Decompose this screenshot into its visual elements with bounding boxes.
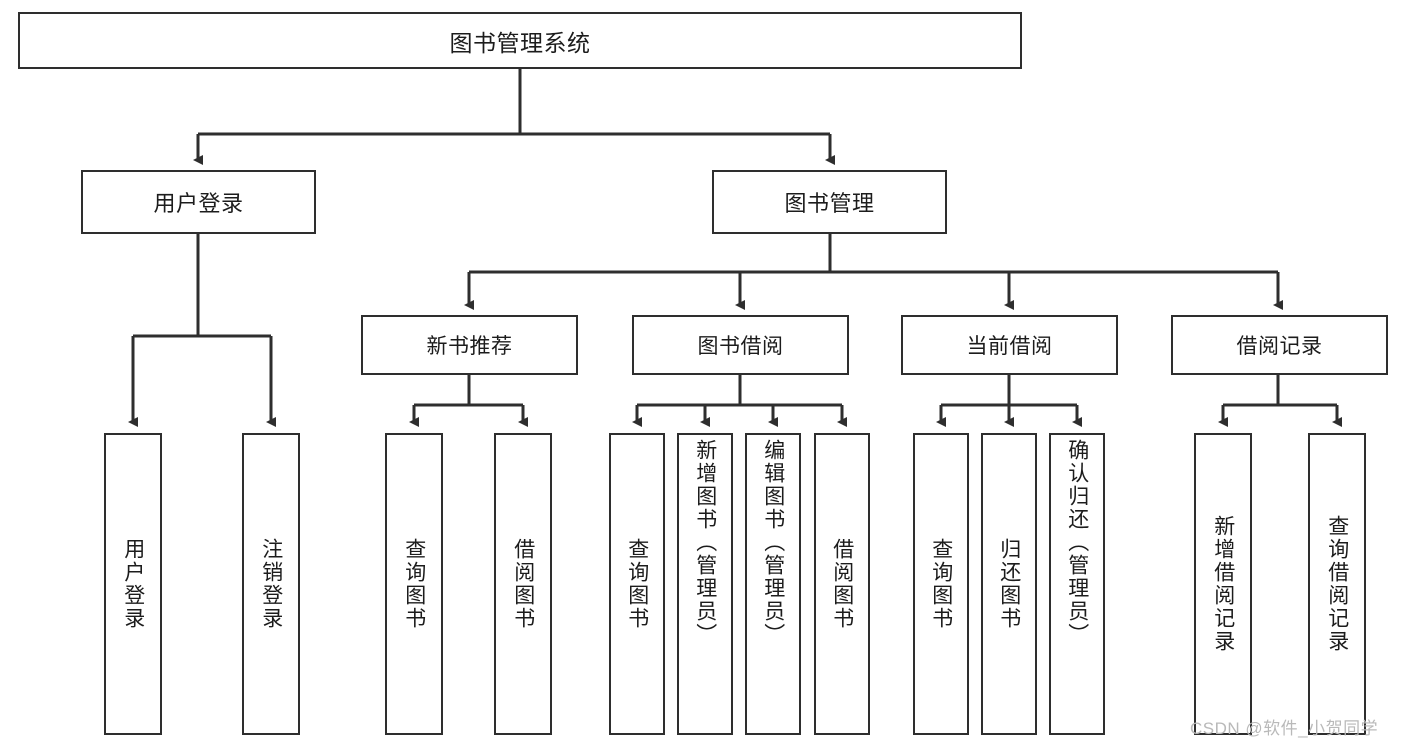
leaf-label: 查询借阅记录: [1325, 515, 1349, 653]
leaf-user-login-signin[interactable]: 用户登录: [104, 433, 162, 735]
csdn-watermark: CSDN @软件_小贺同学: [1190, 719, 1379, 738]
node-user-login-label: 用户登录: [153, 191, 244, 216]
leaf-book-borrow-borrow[interactable]: 借阅图书: [814, 433, 870, 735]
node-new-book-recommend[interactable]: 新书推荐: [361, 315, 578, 375]
node-borrow-record-label: 借阅记录: [1236, 335, 1323, 358]
leaf-borrow-record-query[interactable]: 查询借阅记录: [1308, 433, 1366, 735]
node-book-borrow-label: 图书借阅: [697, 335, 784, 358]
leaf-label: 新增图书（管理员）: [693, 439, 717, 646]
node-borrow-record[interactable]: 借阅记录: [1171, 315, 1388, 375]
node-book-management-label: 图书管理: [784, 191, 875, 216]
node-book-borrow[interactable]: 图书借阅: [632, 315, 849, 375]
leaf-label: 查询图书: [625, 538, 649, 630]
leaf-current-borrow-return[interactable]: 归还图书: [981, 433, 1037, 735]
leaf-new-book-query[interactable]: 查询图书: [385, 433, 443, 735]
leaf-label: 新增借阅记录: [1211, 515, 1235, 653]
leaf-label: 查询图书: [402, 538, 426, 630]
leaf-label: 借阅图书: [511, 538, 535, 630]
node-new-book-recommend-label: 新书推荐: [426, 335, 513, 358]
leaf-label: 确认归还（管理员）: [1065, 439, 1089, 646]
node-current-borrow[interactable]: 当前借阅: [901, 315, 1118, 375]
leaf-label: 借阅图书: [830, 538, 854, 630]
leaf-current-borrow-query[interactable]: 查询图书: [913, 433, 969, 735]
leaf-new-book-borrow[interactable]: 借阅图书: [494, 433, 552, 735]
leaf-label: 用户登录: [121, 538, 145, 630]
leaf-label: 注销登录: [259, 538, 283, 630]
leaf-label: 编辑图书（管理员）: [761, 439, 785, 646]
leaf-label: 归还图书: [997, 538, 1021, 630]
node-current-borrow-label: 当前借阅: [966, 335, 1053, 358]
leaf-book-borrow-add[interactable]: 新增图书（管理员）: [677, 433, 733, 735]
leaf-borrow-record-add[interactable]: 新增借阅记录: [1194, 433, 1252, 735]
node-root-system[interactable]: 图书管理系统: [18, 12, 1022, 69]
leaf-book-borrow-query[interactable]: 查询图书: [609, 433, 665, 735]
leaf-book-borrow-edit[interactable]: 编辑图书（管理员）: [745, 433, 801, 735]
node-user-login[interactable]: 用户登录: [81, 170, 316, 234]
node-book-management[interactable]: 图书管理: [712, 170, 947, 234]
leaf-user-login-signout[interactable]: 注销登录: [242, 433, 300, 735]
leaf-label: 查询图书: [929, 538, 953, 630]
node-root-label: 图书管理系统: [449, 29, 591, 56]
leaf-current-borrow-confirm-return[interactable]: 确认归还（管理员）: [1049, 433, 1105, 735]
